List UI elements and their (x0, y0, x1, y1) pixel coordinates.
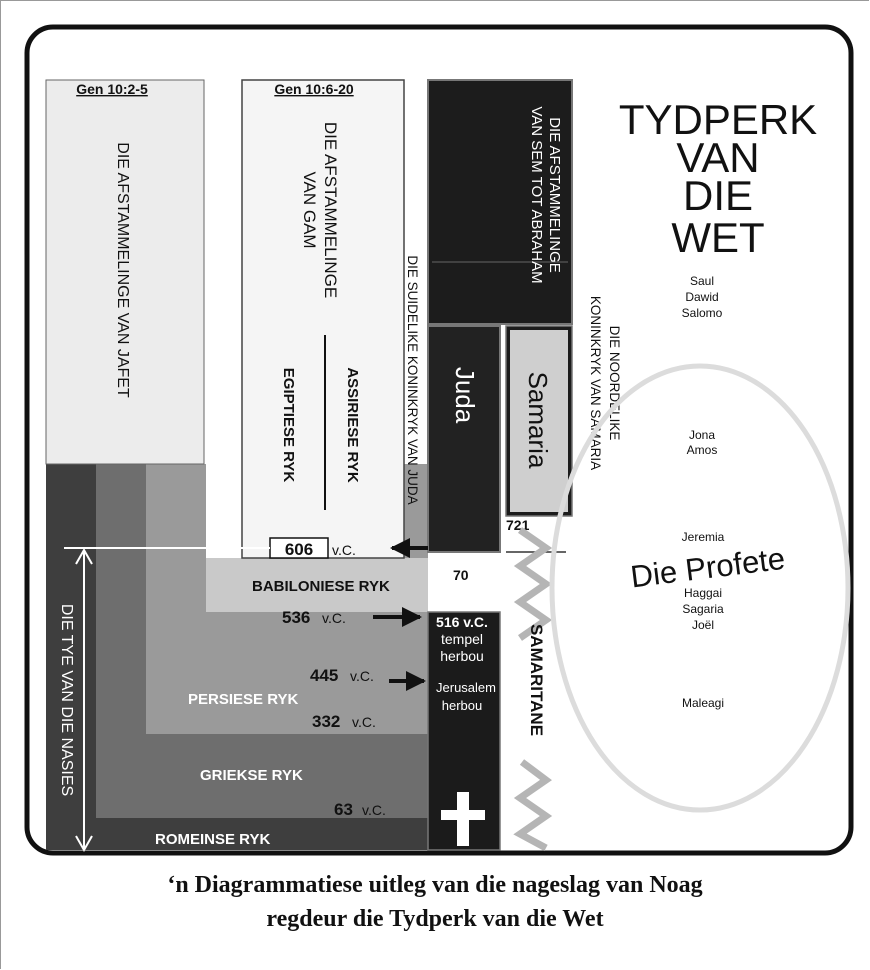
nasies-arrow-bottom (75, 835, 93, 853)
date-606: 606 (285, 540, 313, 559)
prophet-jona: Jona (689, 428, 715, 442)
sem-label-line1: DIE AFSTAMMELINGE (546, 117, 563, 273)
king-salomo: Salomo (682, 306, 723, 320)
noordelike-label-line2: KONINKRYK VAN SAMARIA (588, 296, 603, 470)
samaritane-label: SAMARITANE (527, 624, 546, 736)
prophet-maleagi: Maleagi (682, 696, 724, 710)
date-445-suffix: v.C. (350, 668, 374, 684)
title-line1: TYDPERK (619, 96, 817, 143)
jafet-column (45, 79, 205, 465)
date-70: 70 (453, 567, 469, 583)
juda-column (427, 325, 501, 553)
cross-icon (441, 792, 485, 846)
jerusalem-line1: Jerusalem (436, 680, 496, 695)
gam-label-line2: VAN GAM (300, 171, 319, 248)
noordelike-label-line1: DIE NOORDELIKE (607, 326, 622, 441)
tempel-line3: herbou (440, 648, 484, 664)
king-dawid: Dawid (685, 290, 718, 304)
samaria-label: Samaria (523, 372, 553, 469)
noah-descendants-diagram: Gen 10:2-5 DIE AFSTAMMELINGE VAN JAFET G… (24, 24, 854, 856)
jerusalem-line2: herbou (442, 698, 482, 713)
profete-ellipse (549, 363, 851, 813)
nasies-arrow-top (75, 547, 93, 565)
prophet-sagaria: Sagaria (682, 602, 724, 616)
assiriese-ryk-label: ASSIRIESE RYK (344, 367, 361, 482)
juda-label: Juda (450, 367, 480, 424)
date-63-suffix: v.C. (362, 802, 386, 818)
samaritane-zigzag (513, 527, 553, 641)
tye-van-die-nasies-label: DIE TYE VAN DIE NASIES (58, 604, 75, 796)
caption-line2: regdeur die Tydperk van die Wet (266, 906, 604, 932)
date-536: 536 (282, 608, 310, 627)
date-445: 445 (310, 666, 338, 685)
band-babilon-connector (206, 464, 242, 558)
gam-column (241, 79, 405, 559)
king-saul: Saul (690, 274, 714, 288)
prophet-jeremia: Jeremia (682, 530, 725, 544)
persiese-ryk-label: PERSIESE RYK (188, 691, 298, 708)
date-332-suffix: v.C. (352, 714, 376, 730)
tempel-line2: tempel (441, 631, 483, 647)
date-536-suffix: v.C. (322, 610, 346, 626)
title-line4: WET (671, 214, 764, 261)
caption-line1: ‘n Diagrammatiese uitleg van die nagesla… (167, 872, 703, 898)
tempel-line1: 516 v.C. (436, 614, 488, 630)
gen-jafet-ref: Gen 10:2-5 (76, 81, 148, 97)
egiptiese-ryk-label: EGIPTIESE RYK (280, 368, 297, 483)
sem-column (427, 79, 573, 325)
gen-gam-ref: Gen 10:6-20 (274, 81, 354, 97)
samaria-column (510, 330, 568, 512)
sem-label-line2: VAN SEM TOT ABRAHAM (528, 106, 545, 283)
gam-label-line1: DIE AFSTAMMELINGE (321, 122, 340, 298)
date-606-suffix: v.C. (332, 542, 356, 558)
title-line3: DIE (683, 172, 753, 219)
suidelike-label: DIE SUIDELIKE KONINKRYK VAN JUDA (405, 255, 420, 504)
prophet-joel: Joël (692, 618, 714, 632)
romeinse-ryk-label: ROMEINSE RYK (155, 831, 270, 848)
babiloniese-ryk-label: BABILONIESE RYK (252, 578, 390, 595)
jafet-label: DIE AFSTAMMELINGE VAN JAFET (114, 142, 131, 398)
band-babiloniese-ryk (206, 558, 428, 612)
date-332: 332 (312, 712, 340, 731)
date-63: 63 (334, 800, 353, 819)
title-line2: VAN (676, 134, 759, 181)
prophet-amos: Amos (687, 443, 718, 457)
samaritane-zigzag-lower (513, 759, 553, 852)
griekse-ryk-label: GRIEKSE RYK (200, 767, 303, 784)
prophet-haggai: Haggai (684, 586, 722, 600)
